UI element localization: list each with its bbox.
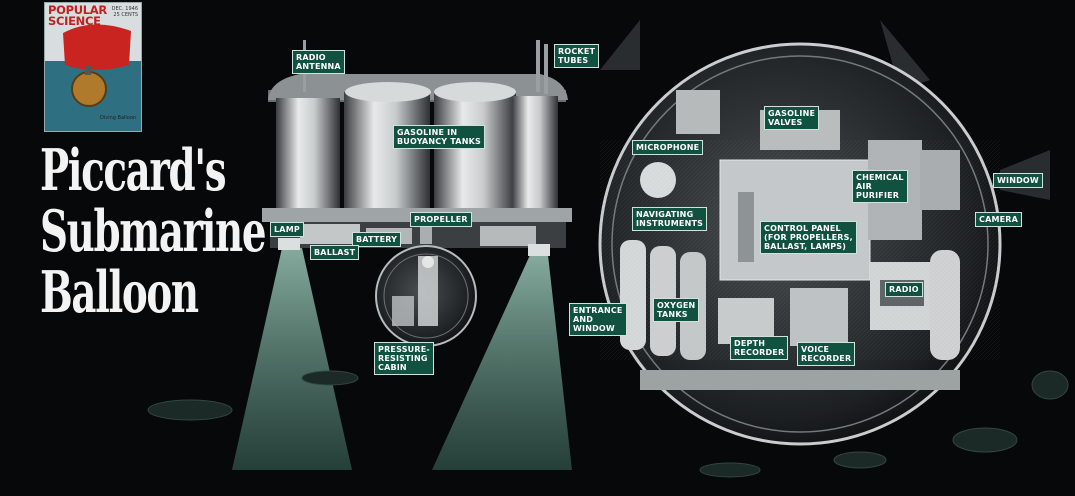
label-window: WINDOW (993, 173, 1043, 188)
label-voice-recorder: VOICE RECORDER (797, 342, 856, 366)
label-battery: BATTERY (352, 232, 402, 247)
label-microphone: MICROPHONE (632, 140, 704, 155)
cover-caption: Diving Balloon (100, 115, 137, 121)
pressure-cabin-sphere (375, 218, 477, 347)
page-title: Piccard's Submarine Balloon (40, 137, 267, 326)
label-rocket-tubes: ROCKET TUBES (554, 44, 600, 68)
label-control-panel: CONTROL PANEL (FOR PROPELLERS, BALLAST, … (760, 221, 857, 254)
label-gasoline-buoyancy-tanks: GASOLINE IN BUOYANCY TANKS (393, 125, 485, 149)
title-line-3: Balloon (40, 259, 199, 326)
title-line-1: Piccard's (40, 137, 227, 204)
label-ballast: BALLAST (310, 245, 360, 260)
label-depth-recorder: DEPTH RECORDER (730, 336, 789, 360)
label-pressure-resisting-cabin: PRESSURE- RESISTING CABIN (374, 342, 434, 375)
left-light-beam (232, 248, 352, 470)
label-camera: CAMERA (975, 212, 1023, 227)
fish-silhouettes (147, 370, 1069, 478)
label-gasoline-valves: GASOLINE VALVES (764, 106, 820, 130)
cover-artwork (45, 24, 141, 131)
label-chemical-air-purifier: CHEMICAL AIR PURIFIER (852, 170, 908, 203)
label-entrance-and-window: ENTRANCE AND WINDOW (569, 303, 627, 336)
balloon-float (262, 40, 572, 256)
label-propeller: PROPELLER (410, 212, 472, 227)
magazine-cover: POPULAR SCIENCE DEC. 1946 25 CENTS Divin… (44, 2, 142, 132)
label-navigating-instruments: NAVIGATING INSTRUMENTS (632, 207, 708, 231)
label-lamp: LAMP (270, 222, 304, 237)
cover-issue: DEC. 1946 25 CENTS (111, 6, 138, 18)
label-radio: RADIO (885, 282, 923, 297)
right-light-beam (432, 255, 572, 470)
label-radio-antenna: RADIO ANTENNA (292, 50, 345, 74)
label-oxygen-tanks: OXYGEN TANKS (653, 298, 700, 322)
cover-masthead: POPULAR SCIENCE (48, 3, 107, 28)
title-line-2: Submarine (40, 198, 267, 265)
